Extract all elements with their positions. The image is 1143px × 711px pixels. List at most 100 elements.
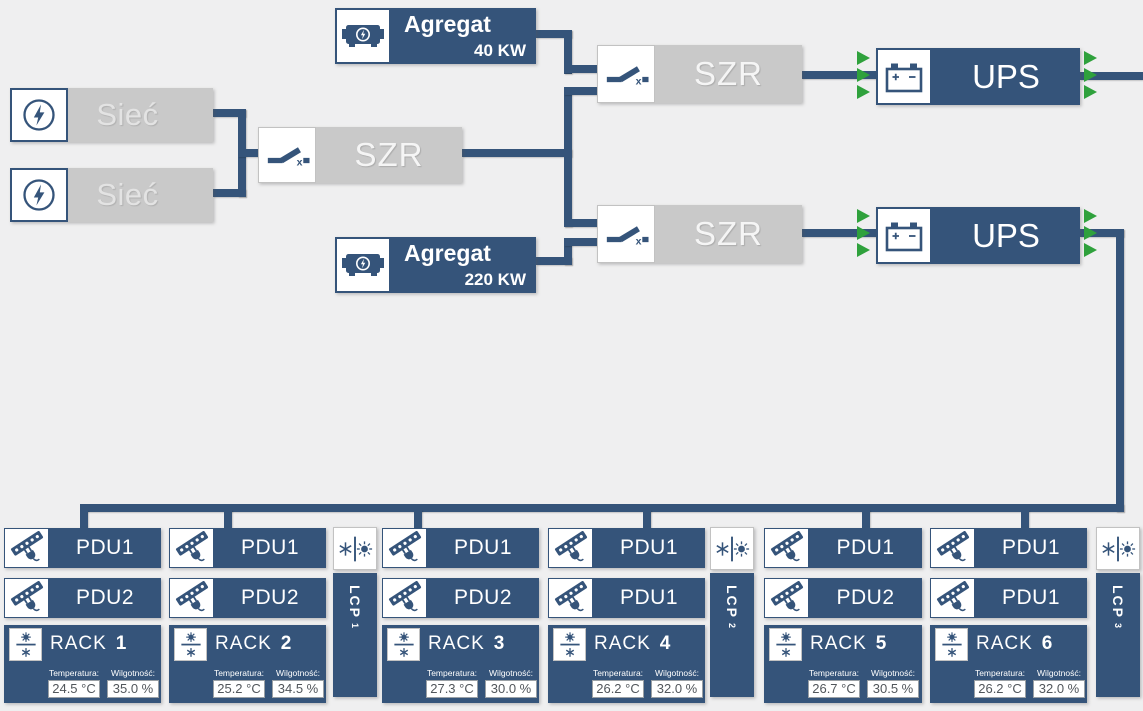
szr-label: SZR <box>694 215 763 252</box>
szr-top-box[interactable]: x SZR <box>597 45 802 103</box>
pdu-box[interactable]: PDU1 <box>382 528 539 568</box>
power-strip-plug-icon <box>4 528 49 568</box>
temperature-value: 24.5 °C <box>48 680 100 698</box>
arrow-icon <box>857 243 870 257</box>
connector-line <box>564 65 597 73</box>
power-strip-plug-icon <box>764 528 809 568</box>
pdu-box[interactable]: PDU1 <box>764 528 922 568</box>
rack-label: RACK <box>50 633 107 654</box>
rack-number: 5 <box>875 633 888 654</box>
connector-line <box>564 87 572 227</box>
generator-power: 220 KW <box>464 270 526 289</box>
generator-box-40kw[interactable]: Agregat 40 KW <box>335 8 536 64</box>
ups-label: UPS <box>972 216 1040 254</box>
lcp-number: 3 <box>1113 623 1123 629</box>
grid-box-1[interactable]: Sieć <box>10 88 213 142</box>
lcp-unit-1[interactable]: LCP 1 <box>333 527 377 697</box>
pdu-label: PDU1 <box>809 528 922 568</box>
ups-bottom-box[interactable]: UPS <box>876 207 1080 264</box>
humidity-label: Wilgotność: <box>871 668 915 678</box>
lcp-number: 2 <box>727 623 737 629</box>
connector-line <box>462 149 572 157</box>
szr-bottom-box[interactable]: x SZR <box>597 205 802 263</box>
grid-box-2[interactable]: Sieć <box>10 168 213 222</box>
switch-icon: x <box>597 205 655 263</box>
pdu-label: PDU2 <box>809 578 922 618</box>
cooling-heating-icon <box>710 527 754 570</box>
temperature-climate-icon <box>174 628 207 661</box>
connector-line <box>564 87 597 95</box>
lcp-unit-3[interactable]: LCP 3 <box>1096 527 1140 697</box>
temperature-climate-icon <box>769 628 802 661</box>
pdu-label: PDU2 <box>49 578 161 618</box>
lcp-number: 1 <box>350 623 360 629</box>
szr-label: SZR <box>694 55 763 92</box>
pdu-box[interactable]: PDU1 <box>930 528 1087 568</box>
switch-icon: x <box>258 127 316 183</box>
cooling-heating-icon <box>333 527 377 570</box>
connector-line <box>536 257 572 265</box>
arrow-icon <box>1084 51 1097 65</box>
bus-drop <box>1021 510 1029 528</box>
arrow-icon <box>1084 85 1097 99</box>
temperature-value: 27.3 °C <box>426 680 478 698</box>
lcp-label: LCP <box>347 585 363 619</box>
pdu-box[interactable]: PDU2 <box>382 578 539 618</box>
generator-box-220kw[interactable]: Agregat 220 KW <box>335 237 536 293</box>
svg-text:x: x <box>636 236 642 248</box>
pdu-box[interactable]: PDU1 <box>548 578 705 618</box>
humidity-label: Wilgotność: <box>1037 668 1081 678</box>
generator-label: Agregat <box>404 240 491 266</box>
generator-power: 40 KW <box>474 41 526 60</box>
pdu-box[interactable]: PDU1 <box>930 578 1087 618</box>
arrow-icon <box>857 51 870 65</box>
connector-line <box>1116 229 1124 512</box>
connector-line <box>564 219 597 227</box>
temperature-label: Temperatura: <box>426 668 478 678</box>
pdu-label: PDU1 <box>214 528 326 568</box>
arrow-icon <box>857 226 870 240</box>
ups-top-box[interactable]: UPS <box>876 48 1080 105</box>
szr-main-box[interactable]: x SZR <box>258 127 462 183</box>
rack-number: 4 <box>659 633 672 654</box>
svg-text:x: x <box>297 157 303 169</box>
pdu-label: PDU1 <box>593 578 705 618</box>
power-strip-plug-icon <box>930 578 975 618</box>
arrow-icon <box>1084 226 1097 240</box>
bus-drop <box>643 510 651 528</box>
pdu-box[interactable]: PDU2 <box>764 578 922 618</box>
pdu-box[interactable]: PDU1 <box>169 528 326 568</box>
temperature-label: Temperatura: <box>48 668 100 678</box>
power-strip-plug-icon <box>169 578 214 618</box>
arrow-icon <box>1084 68 1097 82</box>
temperature-label: Temperatura: <box>213 668 265 678</box>
connector-line <box>564 238 572 265</box>
rack-label: RACK <box>594 633 651 654</box>
lcp-label: LCP <box>1110 585 1126 619</box>
pdu-box[interactable]: PDU2 <box>169 578 326 618</box>
grid-lightning-icon <box>10 88 68 142</box>
connector-line <box>802 71 876 79</box>
temperature-label: Temperatura: <box>808 668 860 678</box>
power-strip-plug-icon <box>382 578 427 618</box>
pdu-box[interactable]: PDU2 <box>4 578 161 618</box>
rack-label: RACK <box>976 633 1033 654</box>
flow-arrows-ups-top-out <box>1084 51 1097 99</box>
power-strip-plug-icon <box>382 528 427 568</box>
pdu-box[interactable]: PDU1 <box>548 528 705 568</box>
humidity-value: 35.0 % <box>107 680 159 698</box>
temperature-climate-icon <box>387 628 420 661</box>
connector-line <box>213 189 246 197</box>
connector-line <box>1080 72 1143 80</box>
connector-line <box>802 229 876 237</box>
pdu-box[interactable]: PDU1 <box>4 528 161 568</box>
humidity-label: Wilgotność: <box>489 668 533 678</box>
